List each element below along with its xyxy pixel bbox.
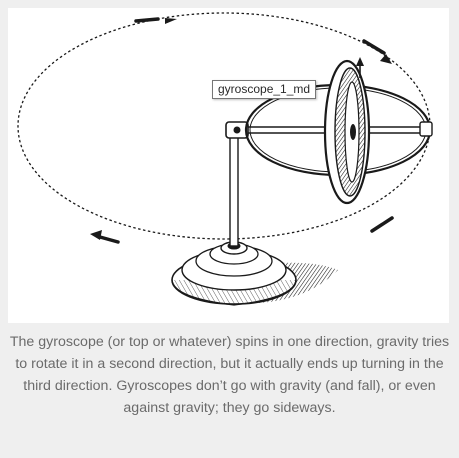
figure-caption: The gyroscope (or top or whatever) spins… <box>9 334 450 416</box>
gyroscope-image[interactable] <box>8 8 449 323</box>
image-tooltip: gyroscope_1_md <box>212 80 317 99</box>
stand-post <box>225 121 249 247</box>
gyroscope-illustration <box>17 12 433 306</box>
stand-base <box>171 241 297 306</box>
rotor-disk <box>323 57 371 205</box>
